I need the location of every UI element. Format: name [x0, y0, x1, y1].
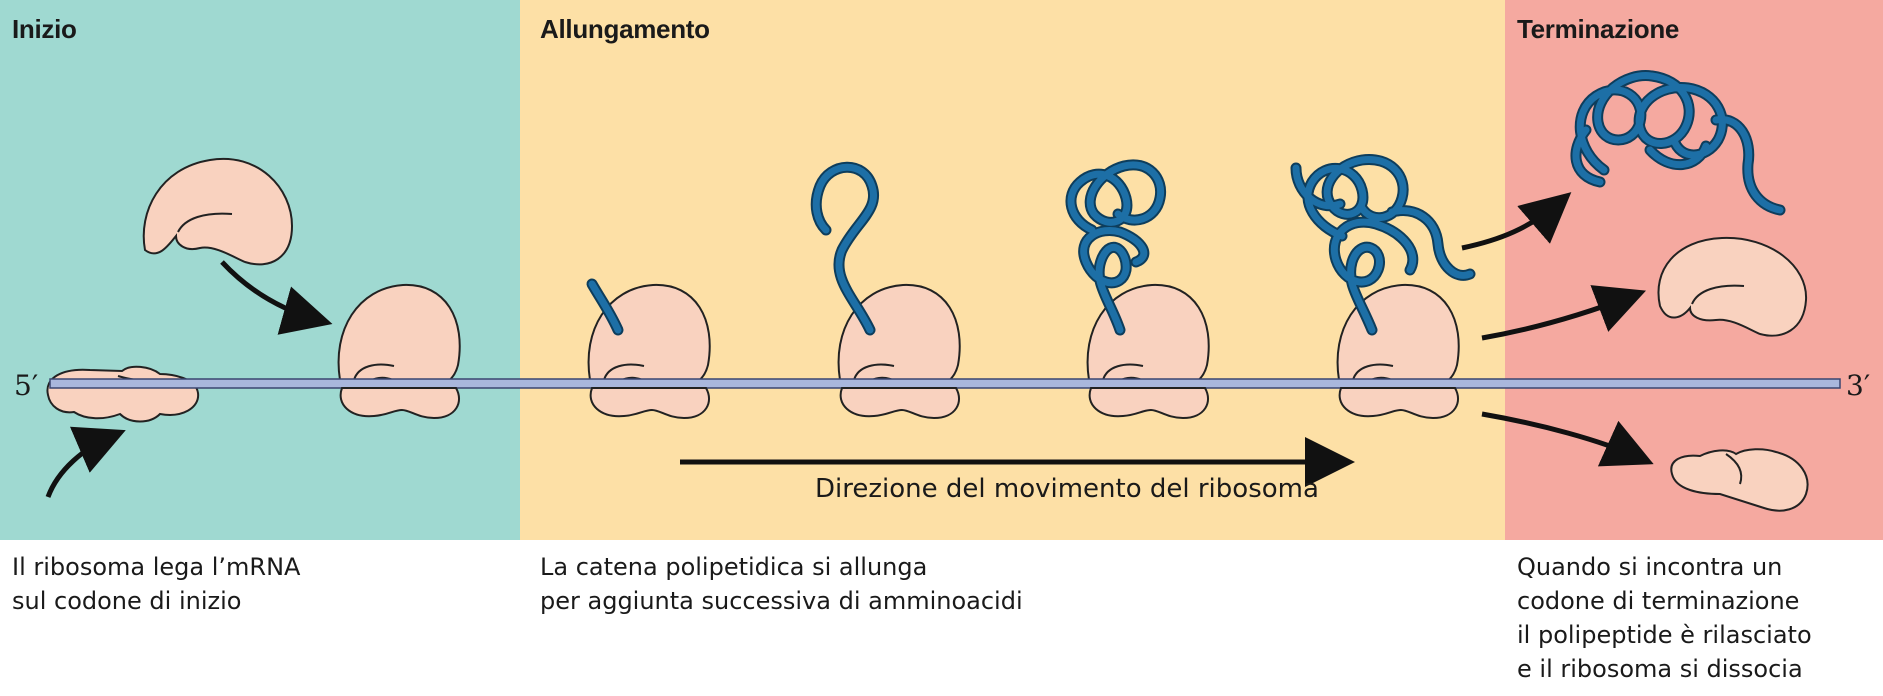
free-small-subunit: [47, 367, 198, 422]
elongation-panel: [520, 0, 1505, 540]
mrna-strand: [50, 379, 1840, 388]
initiation-caption: Il ribosoma lega l’mRNA sul codone di in…: [12, 550, 300, 618]
mrna-3-prime-label: 3′: [1846, 369, 1870, 402]
termination-title: Terminazione: [1517, 14, 1679, 45]
elongation-caption: La catena polipetidica si allunga per ag…: [540, 550, 1023, 618]
direction-label: Direzione del movimento del ribosoma: [815, 474, 1319, 504]
elongation-title: Allungamento: [540, 14, 710, 45]
initiation-title: Inizio: [12, 14, 77, 45]
mrna-5-prime-label: 5′: [14, 369, 38, 402]
termination-caption: Quando si incontra un codone di terminaz…: [1517, 550, 1812, 686]
